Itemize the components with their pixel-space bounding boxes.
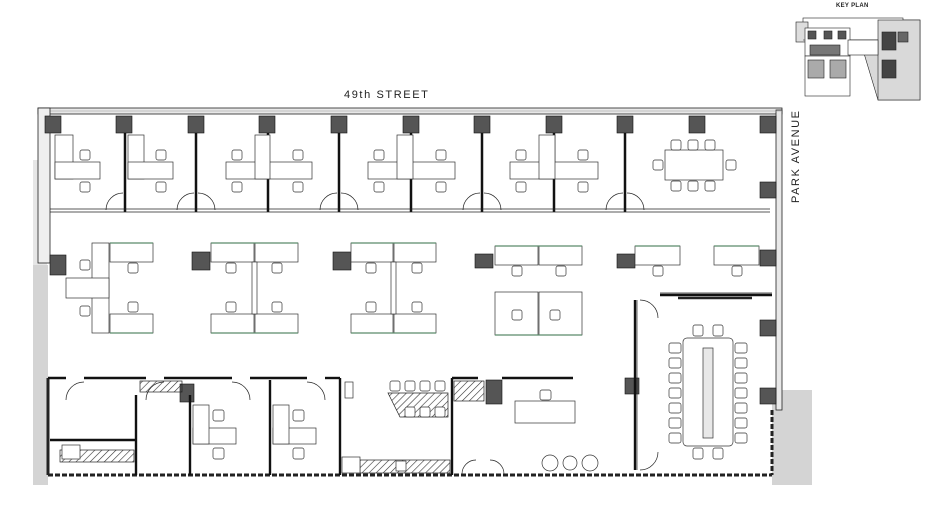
- pantry-chairs: [389, 380, 446, 418]
- north-office-furniture: [54, 134, 724, 181]
- curtain-wall: [37, 107, 783, 477]
- workstation-chairs: [79, 259, 743, 321]
- hatched-millwork: [59, 380, 485, 474]
- key-plan-title: KEY PLAN: [836, 3, 869, 9]
- street-label-49th: 49th STREET: [344, 89, 430, 101]
- chairs: [79, 139, 737, 193]
- interior-walls-south: [48, 293, 772, 475]
- workstations: [65, 242, 760, 336]
- south-office-furniture: [61, 381, 599, 474]
- boardroom-chairs: [668, 324, 748, 460]
- office-glass-front: [50, 208, 770, 213]
- key-plan: [795, 17, 921, 101]
- workstation-screens: [110, 242, 759, 336]
- glass-walls: [636, 292, 772, 470]
- boardroom-table: [682, 337, 734, 447]
